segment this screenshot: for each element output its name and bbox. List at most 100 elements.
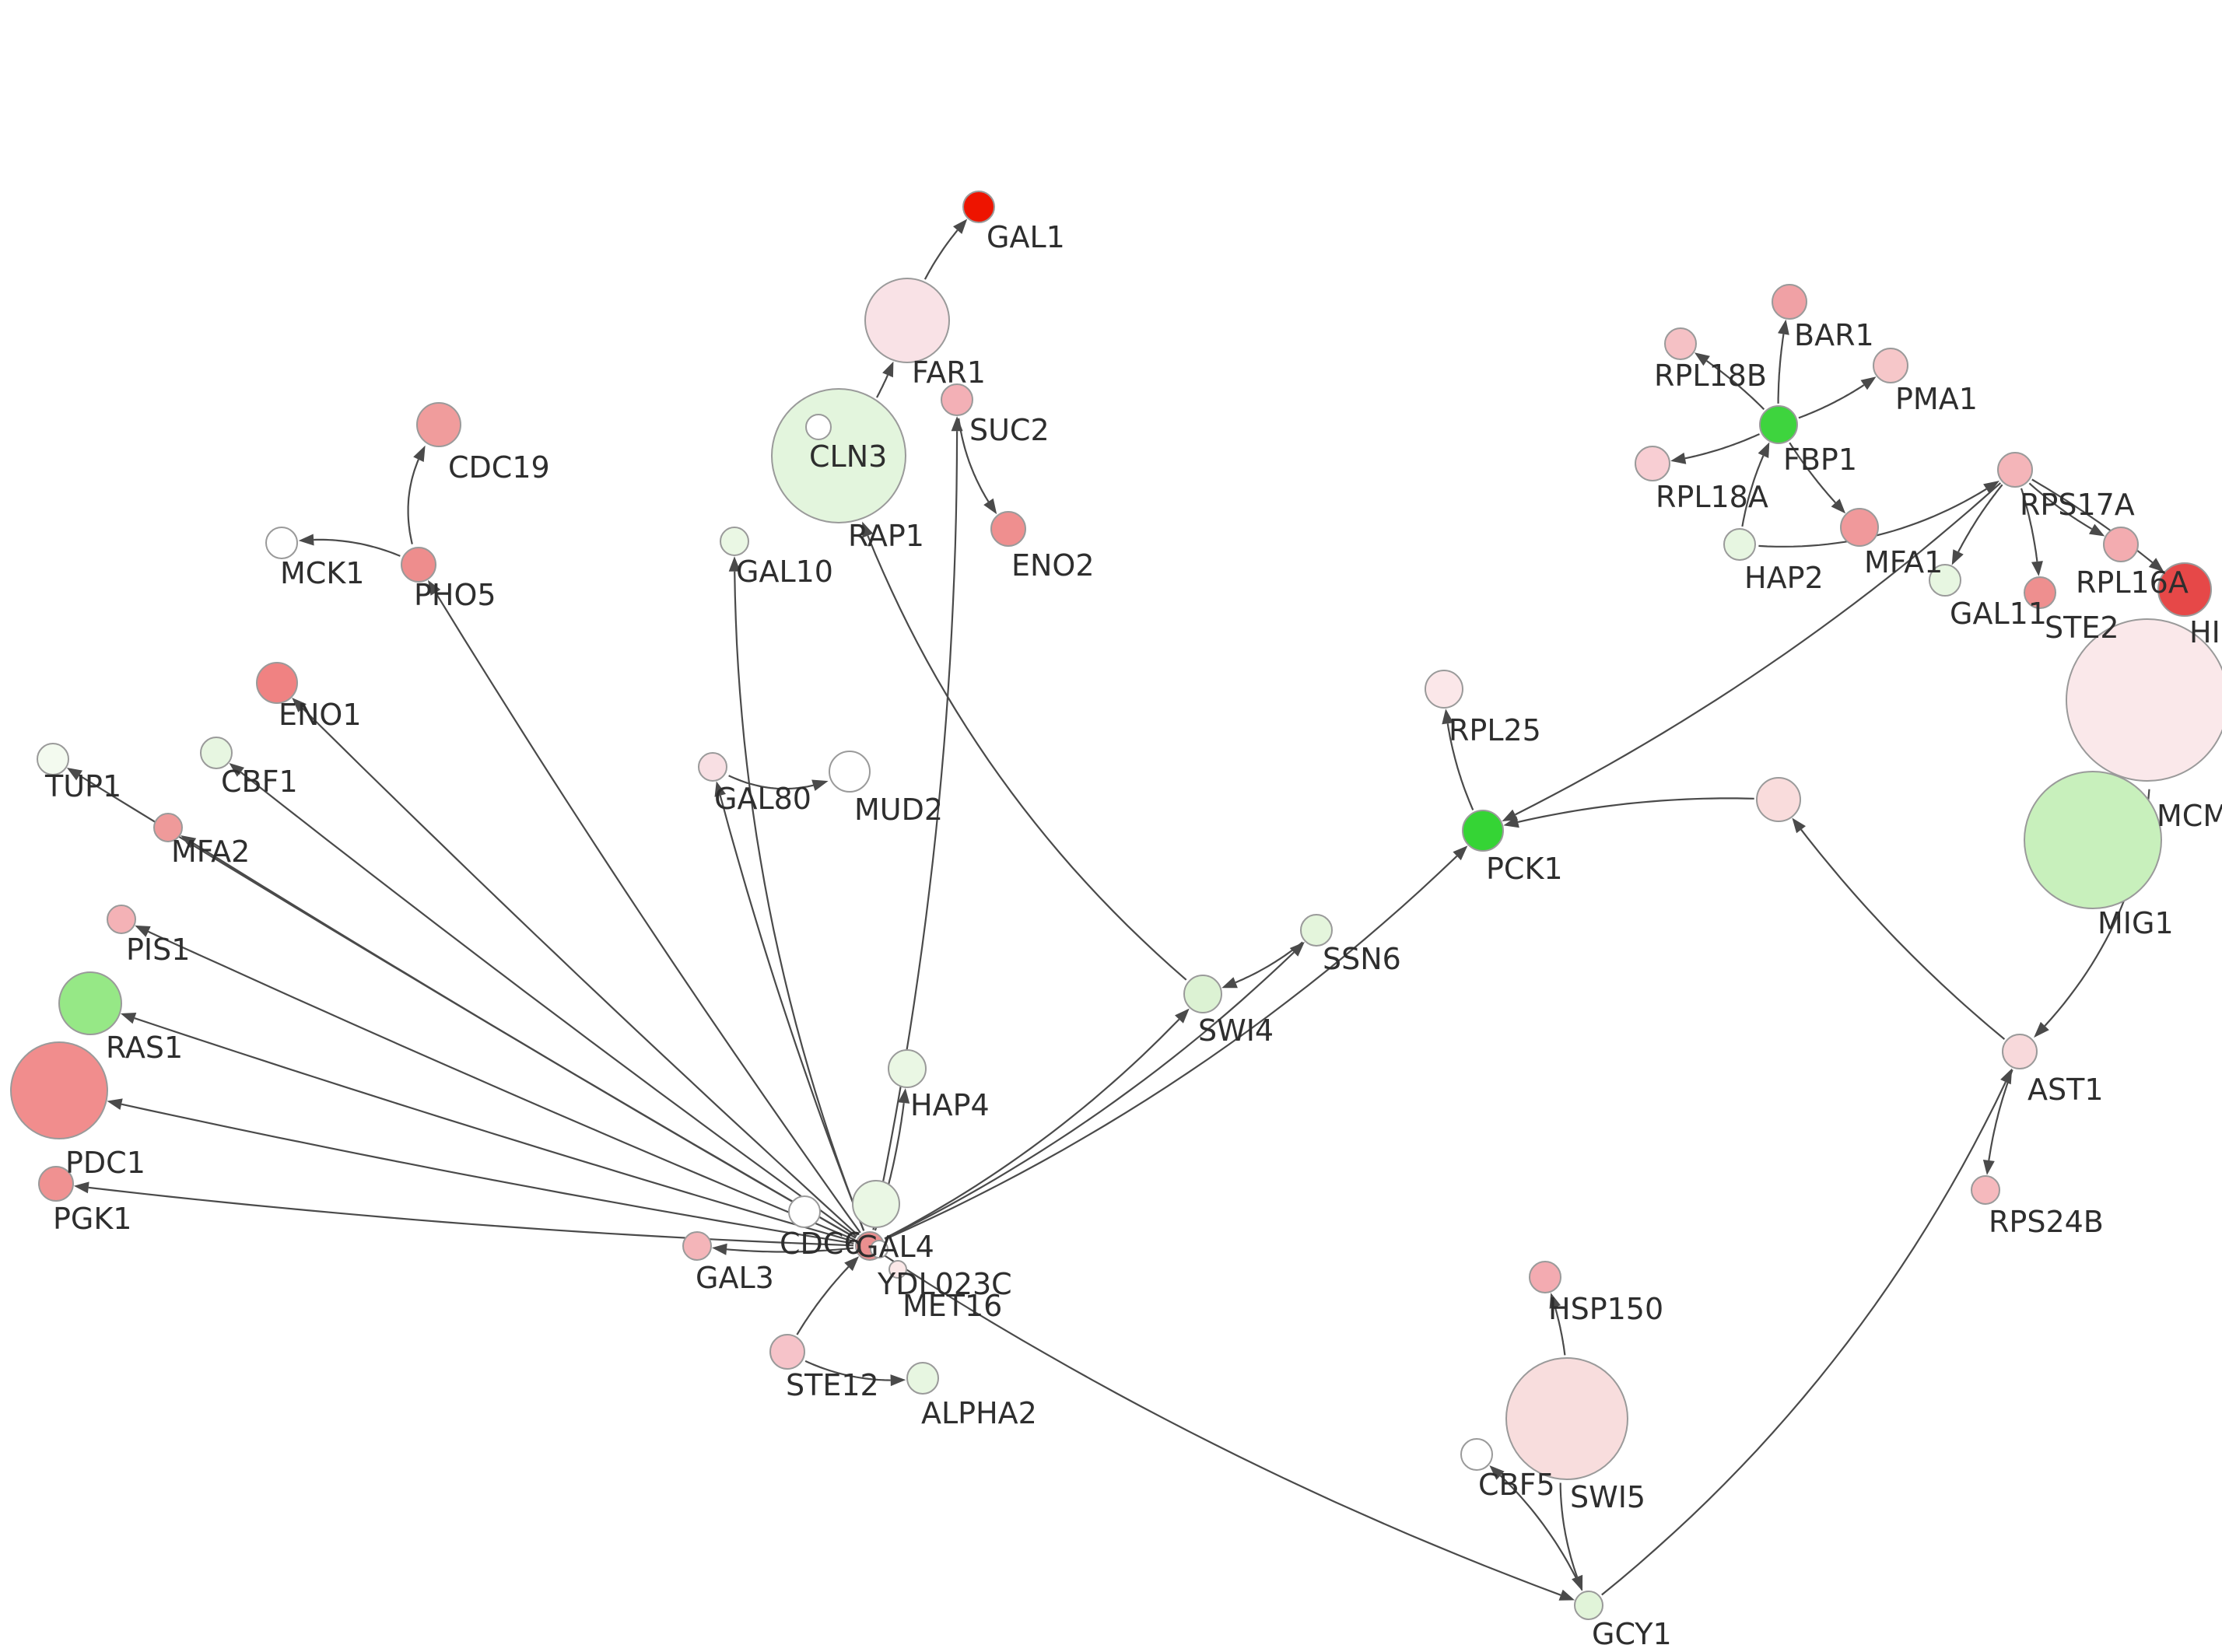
edge-rps17a-ste2[interactable] xyxy=(2020,488,2038,562)
edge-fbp1-rpl18b[interactable] xyxy=(1706,360,1765,411)
node-ydl023c[interactable] xyxy=(870,1240,888,1258)
edge-fbp1-rpl18a[interactable] xyxy=(1684,433,1760,460)
arrowhead xyxy=(1558,1589,1575,1601)
edge-gal4-pho5[interactable] xyxy=(434,592,861,1234)
node-rpl18a[interactable] xyxy=(1635,446,1670,481)
edge-gal4-eno1[interactable] xyxy=(301,707,859,1236)
node-swi4[interactable] xyxy=(1183,975,1222,1013)
node-cdc6[interactable] xyxy=(788,1195,821,1228)
node-hap2[interactable] xyxy=(1723,528,1756,561)
edge-ast1-unlabeled-1[interactable] xyxy=(1800,828,2006,1040)
edge-fbp1-mfa1[interactable] xyxy=(1789,442,1836,504)
edge-gal4-pis1[interactable] xyxy=(148,930,856,1241)
edge-pho5-mck1[interactable] xyxy=(314,538,401,557)
edge-far1-gal1[interactable] xyxy=(923,229,959,280)
node-ssn6[interactable] xyxy=(1300,914,1333,947)
node-suc2[interactable] xyxy=(941,383,973,416)
node-hap4[interactable] xyxy=(888,1049,927,1088)
node-gal11[interactable] xyxy=(1929,564,1961,597)
node-his4[interactable] xyxy=(2157,562,2212,617)
node-gal3[interactable] xyxy=(682,1231,712,1261)
edge-gcy1-ast1[interactable] xyxy=(1601,1081,2006,1596)
node-ast1[interactable] xyxy=(2002,1034,2038,1069)
node-ste12[interactable] xyxy=(769,1334,805,1370)
node-rps24b[interactable] xyxy=(1971,1175,2000,1205)
edge-gal4-gcy1[interactable] xyxy=(883,1254,1561,1596)
node-rpl18b[interactable] xyxy=(1664,327,1697,360)
node-rps17a[interactable] xyxy=(1997,452,2033,488)
node-unlabeled-2[interactable] xyxy=(852,1180,900,1228)
edge-gal4-pdc1[interactable] xyxy=(121,1103,854,1244)
node-eno1[interactable] xyxy=(256,662,298,704)
edge-gal4-gal80[interactable] xyxy=(719,795,865,1231)
node-pdc1[interactable] xyxy=(10,1041,108,1139)
edge-gal4-cbf1[interactable] xyxy=(240,771,857,1237)
node-mcm1[interactable] xyxy=(2066,618,2222,782)
edge-rps17a-gal11[interactable] xyxy=(1957,484,2003,553)
edge-swi4-cln3[interactable] xyxy=(867,535,1187,981)
edge-fbp1-bar1[interactable] xyxy=(1777,334,1785,404)
edge-rps17a-rpl16a[interactable] xyxy=(2028,482,2093,530)
arrowhead xyxy=(714,781,726,797)
edge-ssn6-swi4[interactable] xyxy=(1235,941,1303,984)
edge-gcy1-cbf5[interactable] xyxy=(1499,1475,1583,1591)
node-pma1[interactable] xyxy=(1873,348,1908,383)
node-far1[interactable] xyxy=(864,278,950,363)
node-ras1[interactable] xyxy=(58,971,122,1035)
edge-gal4-pgk1[interactable] xyxy=(88,1186,854,1247)
node-gcy1[interactable] xyxy=(1574,1591,1603,1620)
edge-hap2-rps17a[interactable] xyxy=(1758,488,1987,548)
edge-ste12-gal4[interactable] xyxy=(796,1266,850,1335)
edge-gal80-mud2[interactable] xyxy=(728,775,814,790)
edge-gal4-pck1[interactable] xyxy=(885,855,1458,1241)
edge-rps17a-pck1[interactable] xyxy=(1515,482,2002,816)
edge-gal4-ssn6[interactable] xyxy=(884,951,1295,1240)
node-cln3[interactable] xyxy=(771,388,906,523)
node-hsp150[interactable] xyxy=(1529,1261,1561,1293)
edge-cln3-far1[interactable] xyxy=(876,374,888,398)
edge-gal4-gal3[interactable] xyxy=(726,1247,854,1253)
node-pck1[interactable] xyxy=(1462,810,1504,852)
node-swi5[interactable] xyxy=(1505,1357,1628,1480)
node-rpl16a[interactable] xyxy=(2103,527,2139,562)
node-met16[interactable] xyxy=(888,1260,907,1279)
node-fbp1[interactable] xyxy=(1759,405,1798,444)
node-mck1[interactable] xyxy=(265,527,298,559)
node-tup1[interactable] xyxy=(37,743,69,775)
edge-gal4-swi4[interactable] xyxy=(884,1018,1180,1240)
node-gal1[interactable] xyxy=(962,191,995,223)
edge-gal4-mfa2[interactable] xyxy=(192,842,857,1239)
edge-unlabeled-1-pck1[interactable] xyxy=(1517,797,1754,823)
node-alpha2[interactable] xyxy=(906,1362,939,1395)
edge-fbp1-pma1[interactable] xyxy=(1798,384,1865,419)
node-rap1[interactable] xyxy=(805,414,832,440)
node-rpl25[interactable] xyxy=(1425,670,1463,709)
edge-gal4-suc2[interactable] xyxy=(872,431,959,1230)
node-ste2[interactable] xyxy=(2024,576,2056,609)
edge-pck1-rpl25[interactable] xyxy=(1446,723,1474,810)
node-gal80[interactable] xyxy=(698,752,727,782)
edge-pho5-cdc19[interactable] xyxy=(407,459,419,544)
edge-swi5-hsp150[interactable] xyxy=(1554,1307,1566,1356)
node-mud2[interactable] xyxy=(829,751,871,793)
edge-suc2-eno2[interactable] xyxy=(958,418,990,502)
edge-gal4-ras1[interactable] xyxy=(134,1017,855,1243)
edge-ste12-alpha2[interactable] xyxy=(804,1360,891,1381)
node-pis1[interactable] xyxy=(107,905,136,934)
node-cbf1[interactable] xyxy=(200,737,233,769)
node-bar1[interactable] xyxy=(1772,284,1807,320)
edge-gal4-gal10[interactable] xyxy=(734,571,865,1231)
node-unlabeled-1[interactable] xyxy=(1756,777,1801,822)
node-mfa1[interactable] xyxy=(1840,508,1879,547)
node-eno2[interactable] xyxy=(990,511,1026,547)
node-mfa2[interactable] xyxy=(153,813,183,842)
edge-hap2-fbp1[interactable] xyxy=(1741,455,1765,527)
node-cbf5[interactable] xyxy=(1460,1438,1493,1471)
node-pho5[interactable] xyxy=(401,547,436,583)
node-pgk1[interactable] xyxy=(38,1166,74,1202)
edge-swi5-gcy1[interactable] xyxy=(1559,1482,1579,1577)
node-cdc19[interactable] xyxy=(416,402,461,447)
node-mig1[interactable] xyxy=(2024,771,2162,909)
node-gal10[interactable] xyxy=(720,527,749,556)
edge-ast1-rps24b[interactable] xyxy=(1988,1069,2013,1161)
